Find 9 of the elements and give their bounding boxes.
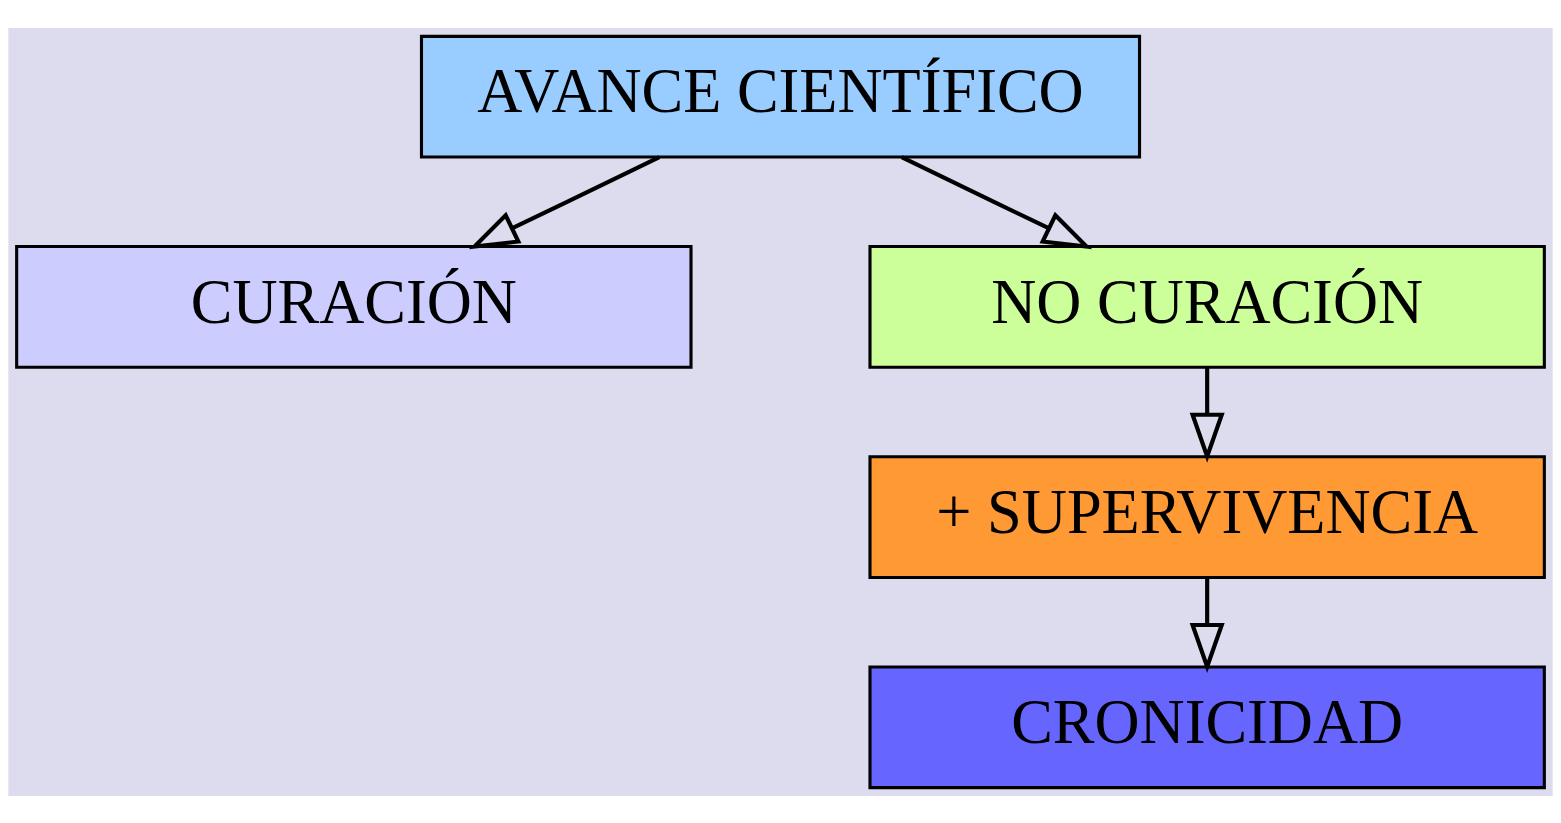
arrow (1189, 577, 1225, 673)
node-box: NO CURACIÓN (868, 244, 1546, 369)
arrow (900, 154, 1093, 249)
node-box: CRONICIDAD (868, 664, 1546, 789)
node-box: AVANCE CIENTÍFICO (419, 34, 1142, 159)
arrow (468, 154, 661, 249)
node-box: CURACIÓN (15, 244, 693, 369)
arrow (1189, 366, 1225, 463)
node-box: + SUPERVIVENCIA (868, 454, 1546, 579)
